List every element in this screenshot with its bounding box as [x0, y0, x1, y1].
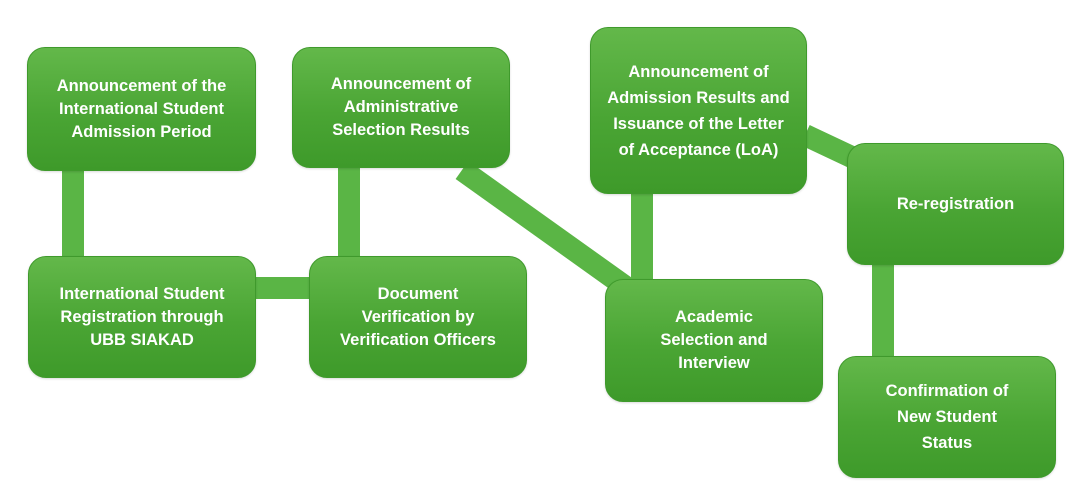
node-admission-period: Announcement of the International Studen…: [27, 47, 256, 171]
node-re-registration: Re-registration: [847, 143, 1064, 265]
node-label: Re-registration: [896, 194, 1015, 213]
connector-n4-n5: [455, 161, 637, 299]
node-label: Announcement of the International Studen…: [56, 76, 227, 141]
node-label: Announcement of Administrative Selection…: [330, 75, 472, 139]
node-document-verification: Document Verification by Verification Of…: [309, 256, 527, 378]
node-academic-selection: Academic Selection and Interview: [605, 279, 823, 402]
node-label: Academic Selection and Interview: [660, 308, 768, 372]
node-label: Announcement of Admission Results and Is…: [607, 62, 790, 159]
node-confirmation-status: Confirmation of New Student Status: [838, 356, 1056, 478]
node-student-registration: International Student Registration throu…: [28, 256, 256, 378]
node-administrative-results: Announcement of Administrative Selection…: [292, 47, 510, 168]
node-label: International Student Registration throu…: [59, 284, 225, 349]
node-admission-results-loa: Announcement of Admission Results and Is…: [590, 27, 807, 194]
node-label: Confirmation of New Student Status: [885, 382, 1009, 452]
node-label: Document Verification by Verification Of…: [340, 284, 496, 349]
